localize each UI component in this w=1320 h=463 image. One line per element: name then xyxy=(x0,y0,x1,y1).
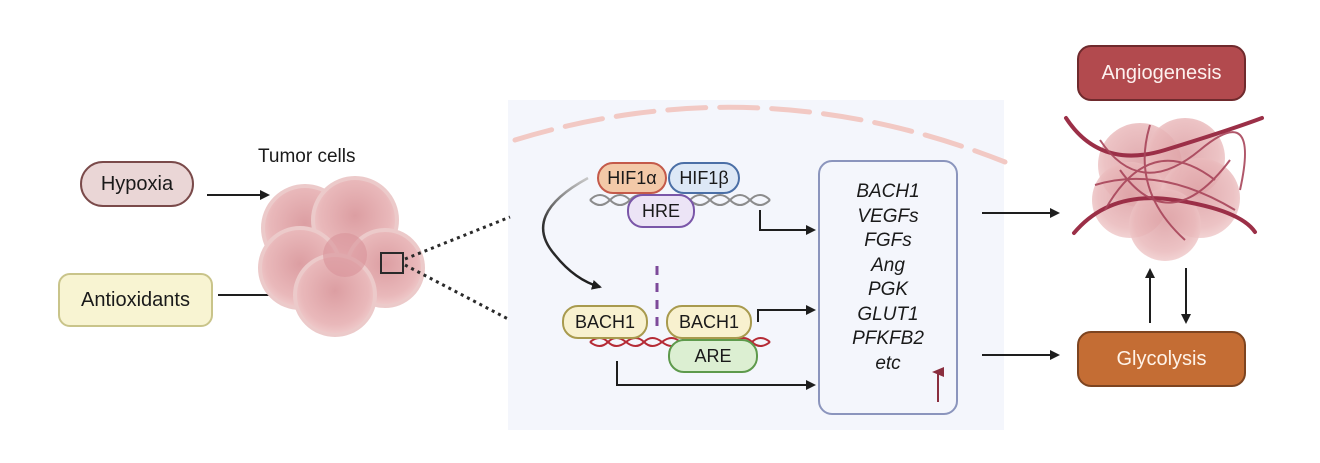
zoom-line-top xyxy=(404,215,511,261)
hypoxia-label: Hypoxia xyxy=(100,172,174,195)
angiogenesis-label: Angiogenesis xyxy=(1101,61,1222,84)
zoom-box xyxy=(380,252,404,274)
arrow-hre-to-genes xyxy=(759,210,816,235)
gene-item: BACH1 xyxy=(856,181,920,202)
vascularized-tumor-icon xyxy=(1064,116,1264,261)
bach1-protein-free: BACH1 xyxy=(562,305,648,339)
bach1-bound-label: BACH1 xyxy=(678,311,740,332)
hypoxia-box: Hypoxia xyxy=(80,161,194,207)
hif1a-protein: HIF1α xyxy=(597,162,667,194)
target-genes-box: BACH1 VEGFs FGFs Ang PGK GLUT1 PFKFB2 et… xyxy=(818,160,958,415)
hre-label: HRE xyxy=(641,200,680,221)
zoom-line-bottom xyxy=(404,263,511,322)
antioxidants-box: Antioxidants xyxy=(58,273,213,327)
tumor-cells-icon xyxy=(258,176,425,337)
tumor-cells-label: Tumor cells xyxy=(258,146,356,167)
bach1-protein-bound: BACH1 xyxy=(666,305,752,339)
are-label: ARE xyxy=(694,345,732,366)
angiogenesis-box: Angiogenesis xyxy=(1077,45,1246,101)
gene-item: Ang xyxy=(871,254,905,276)
hre-element: HRE xyxy=(627,194,695,228)
cell-membrane xyxy=(512,104,1008,165)
gene-item: VEGFs xyxy=(857,205,919,227)
hif1a-label: HIF1α xyxy=(607,167,657,188)
gene-item: GLUT1 xyxy=(857,303,919,325)
bach1-free-label: BACH1 xyxy=(574,311,636,332)
arrow-are-to-genes xyxy=(616,361,816,390)
antioxidants-label: Antioxidants xyxy=(81,288,190,311)
arrow-bach1-to-genes xyxy=(757,305,816,322)
gene-item: FGFs xyxy=(864,230,912,251)
gene-item: PFKFB2 xyxy=(852,328,924,349)
hif1b-label: HIF1β xyxy=(679,167,729,188)
gene-item: etc xyxy=(875,352,901,374)
glycolysis-label: Glycolysis xyxy=(1116,347,1207,370)
are-element: ARE xyxy=(668,339,758,373)
glycolysis-box: Glycolysis xyxy=(1077,331,1246,387)
hif1b-protein: HIF1β xyxy=(668,162,740,194)
gene-item: PGK xyxy=(867,279,909,300)
arrow-hif1a-to-bach1 xyxy=(541,176,602,290)
